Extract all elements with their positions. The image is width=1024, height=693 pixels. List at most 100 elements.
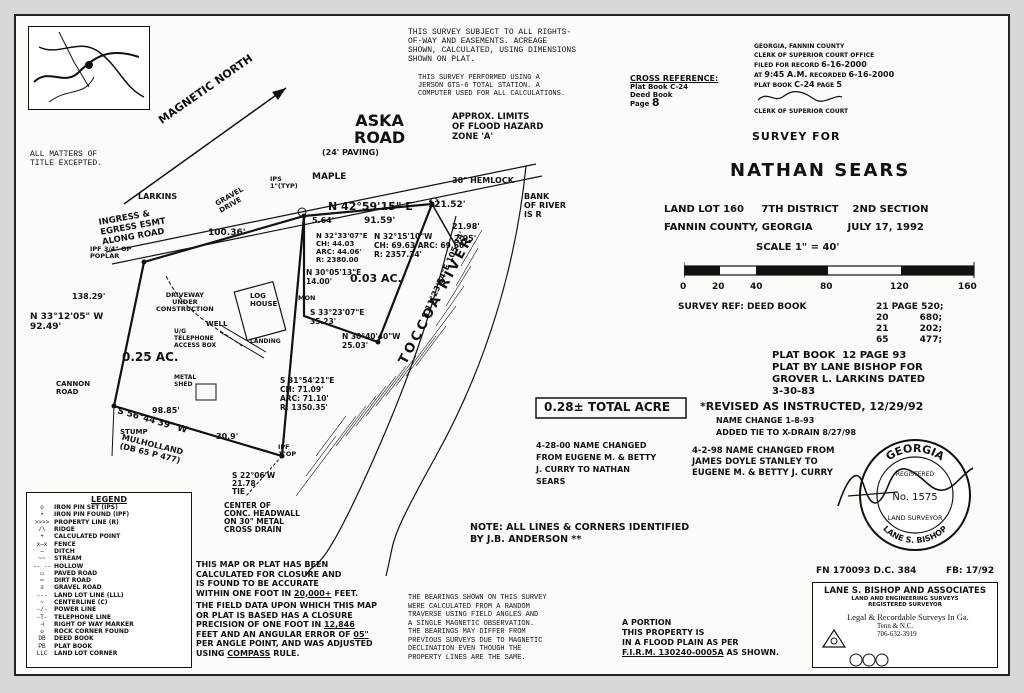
legend-text: DIRT ROAD xyxy=(54,577,91,585)
deck-landing xyxy=(219,325,267,359)
legend-text: DEED BOOK xyxy=(54,635,94,643)
seal-number: No. 1575 xyxy=(892,492,937,503)
clerk-county: GEORGIA, FANNIN COUNTY xyxy=(754,43,845,50)
deed-ref-row: 65 477; xyxy=(876,335,943,345)
legend-symbol: DB xyxy=(38,635,46,643)
legend-item: ≡GRAVEL ROAD xyxy=(30,584,188,591)
legend-item: ◇ ROCK CORNER FOUND xyxy=(30,628,188,635)
house-label: LOG HOUSE xyxy=(250,292,278,308)
legend-text: IRON PIN FOUND (IPF) xyxy=(54,511,130,519)
legend-text: PROPERTY LINE (R) xyxy=(54,518,119,526)
dist-21-label: 21.98' xyxy=(452,222,480,231)
legend-symbol: o xyxy=(40,504,44,512)
clerk-recorded: AT 9:45 A.M. RECORDED 6-16-2000 xyxy=(754,70,895,79)
legend-symbol: • xyxy=(40,511,44,519)
legend-symbol: --- xyxy=(36,591,48,599)
legend-symbol: ◇ xyxy=(40,628,44,636)
scale-tick-40: 40 xyxy=(750,282,763,292)
legend-symbol: x—x xyxy=(36,540,48,548)
flood-zone-hatch xyxy=(295,229,483,497)
name-change-note: NAME CHANGE 1-8-93 xyxy=(716,416,815,425)
deed-ref-row: 21 202; xyxy=(876,324,943,334)
river-side-line xyxy=(431,203,457,247)
aska-road-label: ASKA ROAD xyxy=(354,111,406,147)
legend-rows: o IRON PIN SET (IPS) • IRON PIN FOUND (IPF)… xyxy=(30,504,188,657)
n3-label: N 30°40'40"W 25.03' xyxy=(342,332,401,350)
legend-symbol: PB xyxy=(38,642,46,650)
legend-symbol: LLC xyxy=(36,650,48,658)
legend-box: LEGEND o IRON PIN SET (IPS) • IRON PIN FOUN… xyxy=(26,492,192,668)
cross-drain-tie xyxy=(245,455,283,497)
s31-label: S 31°54'21"E CH: 71.09' ARC: 71.10' R: 1… xyxy=(280,376,335,412)
cannon-road-label: CANNON ROAD xyxy=(56,380,91,396)
firm-sub1: LAND AND ENGINEERING SURVEYS xyxy=(851,596,959,602)
legend-symbol: -T- xyxy=(36,613,48,621)
legend-item: -/-POWER LINE xyxy=(30,606,188,613)
firm-line3: Legal & Recordable Surveys In Ga. xyxy=(847,612,969,622)
legend-symbol: -- -- xyxy=(32,562,51,570)
legend-text: POWER LINE xyxy=(54,606,97,614)
legend-item: /\ RIDGE xyxy=(30,526,188,533)
legend-symbol: — xyxy=(40,547,44,555)
closure-part1: THIS MAP OR PLAT HAS BEEN CALCULATED FOR… xyxy=(196,560,358,598)
lines-corners-note: NOTE: ALL LINES & CORNERS IDENTIFIED BY … xyxy=(470,522,690,545)
legend-text: IRON PIN SET (IPS) xyxy=(54,504,118,512)
flood-firm: F.I.R.M. 130240-0005A AS SHOWN. xyxy=(622,648,780,657)
ips-typ-label: IPS 1"(TYP) xyxy=(270,175,298,190)
closure-note: THIS MAP OR PLAT HAS BEEN CALCULATED FOR… xyxy=(196,560,426,658)
firm-tagline: Legal & Recordable Surveys In Ga. Tenn &… xyxy=(813,612,997,638)
mulholland-line xyxy=(111,405,115,457)
legend-text: RIDGE xyxy=(54,526,75,534)
legend-item: o IRON PIN SET (IPS) xyxy=(30,504,188,511)
closure-part4: PER ANGLE POINT, AND WAS ADJUSTED USING … xyxy=(196,639,373,658)
deed-references-list: 21 PAGE 520; 20 680; 21 202; 65 477; xyxy=(876,302,943,346)
clerk-recording-stamp: GEORGIA, FANNIN COUNTY CLERK OF SUPERIOR… xyxy=(754,42,924,116)
deed-ref-row: 20 680; xyxy=(876,313,943,323)
north-arrow-line xyxy=(123,87,287,205)
cross-reference-block: CROSS REFERENCE: Plat Book C-24 Deed Boo… xyxy=(630,74,720,108)
legend-symbol: ~ xyxy=(40,599,44,606)
ipf-poplar-label: IPF 3/4" OP POPLAR xyxy=(90,245,132,260)
firm-line4: Tenn & N.C. xyxy=(877,622,914,630)
legend-text: ROCK CORNER FOUND xyxy=(54,628,129,636)
log-house xyxy=(233,280,287,342)
north-dist-2: 91.59' xyxy=(364,216,396,226)
legend-item: -- --HOLLOW xyxy=(30,562,188,570)
scale-tick-80: 80 xyxy=(820,282,833,292)
driveway xyxy=(165,275,243,347)
location-sketch-map xyxy=(33,31,145,103)
larkins-label: LARKINS xyxy=(138,192,178,201)
legend-symbol: ⊣ xyxy=(40,620,44,628)
firm-phone: 706-632-3919 xyxy=(877,630,917,638)
scale-label: SCALE 1" = 40' xyxy=(756,242,840,253)
hemlock-label: 30" HEMLOCK xyxy=(452,176,514,185)
legend-item: —DITCH xyxy=(30,548,188,555)
flood-note: A PORTION THIS PROPERTY IS IN A FLOOD PL… xyxy=(622,618,779,658)
bearings-note: THE BEARINGS SHOWN ON THIS SURVEY WERE C… xyxy=(408,594,547,662)
survey-plat-sheet: THIS SURVEY SUBJECT TO ALL RIGHTS- OF-WA… xyxy=(14,14,1010,676)
total-acre-box xyxy=(535,397,687,419)
ipf2-label: IPF 1"OP xyxy=(278,443,297,458)
drain-note-label: CENTER OF CONC. HEADWALL ON 30" METAL CR… xyxy=(224,501,300,534)
cross-reference-plat: Plat Book C-24 xyxy=(630,83,689,91)
metal-shed xyxy=(195,383,217,401)
road-paving-label: (24' PAVING) xyxy=(322,148,379,157)
telephone-label: U/G TELEPHONE ACCESS BOX xyxy=(174,328,217,349)
legend-title: LEGEND xyxy=(91,495,127,504)
legend-item: ~ CENTERLINE (C) xyxy=(30,599,188,606)
legend-item: ⊣RIGHT OF WAY MARKER xyxy=(30,621,188,628)
legend-symbol: /\ xyxy=(38,526,46,534)
firm-logo xyxy=(821,628,847,648)
closure-part3: FEET AND AN ANGULAR ERROR OF 05" xyxy=(196,629,369,639)
legend-text: PLAT BOOK xyxy=(54,642,93,650)
land-lot-line: LAND LOT 160 7TH DISTRICT 2ND SECTION xyxy=(664,204,929,215)
n30-label: N 30°05'13"E 14.00' xyxy=(306,268,362,286)
plat-drawing xyxy=(105,87,687,576)
acre-small-label: 0.03 AC. xyxy=(350,272,402,285)
county-date-line: FANNIN COUNTY, GEORGIA JULY 17, 1992 xyxy=(664,222,924,233)
sw-dist-label: 98.85' xyxy=(152,406,180,415)
name-change-2-note: 4-2-98 NAME CHANGED FROM JAMES DOYLE STA… xyxy=(692,446,835,478)
dist-138-label: 138.29' xyxy=(72,292,106,301)
legend-text: CENTERLINE (C) xyxy=(54,599,108,606)
